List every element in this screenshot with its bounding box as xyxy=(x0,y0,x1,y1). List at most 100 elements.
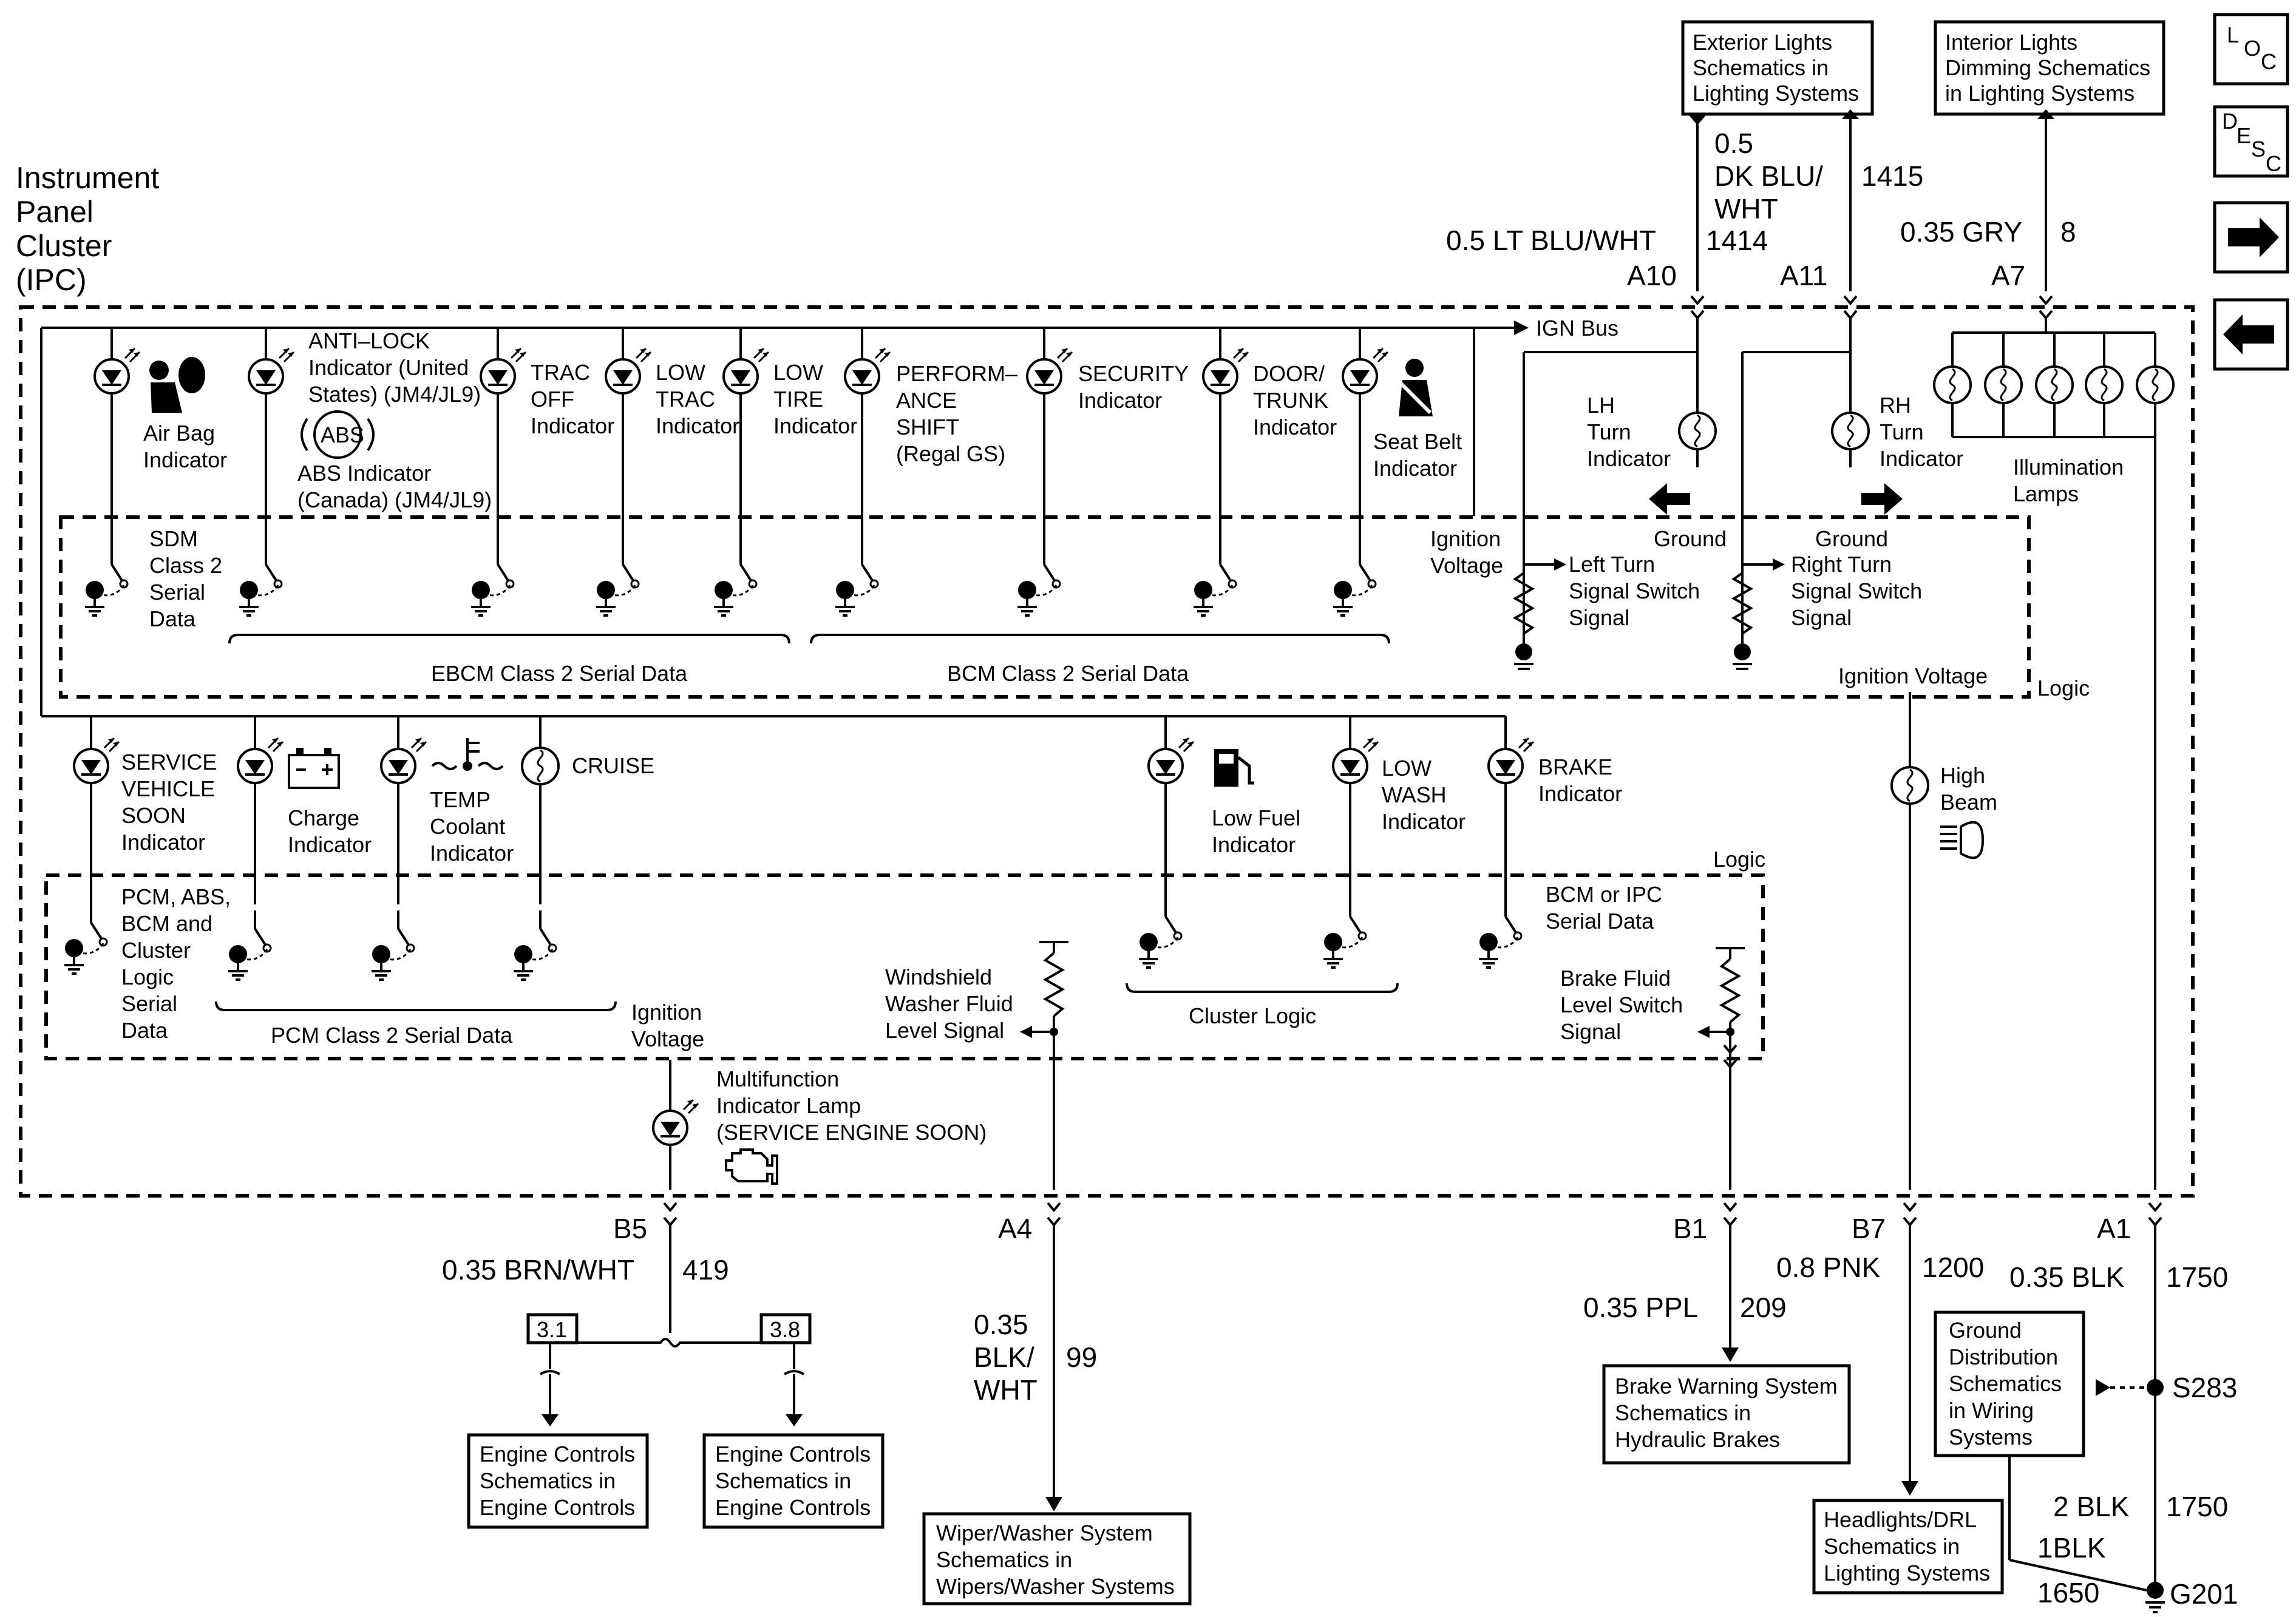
airbag-icon xyxy=(149,357,205,413)
headlights-drl-ref-box[interactable]: Headlights/DRL Schematics in Lighting Sy… xyxy=(1812,1499,2004,1595)
svg-text:C: C xyxy=(2261,49,2277,74)
exterior-lights-ref-box[interactable]: Exterior Lights Schematics in Lighting S… xyxy=(1681,20,1874,116)
svg-text:L: L xyxy=(2227,22,2239,47)
left-arrow-icon xyxy=(1649,483,1690,515)
svg-text:LOW: LOW xyxy=(773,360,823,385)
wire-a1: A1 0.35 BLK 1750 xyxy=(2009,1202,2228,1590)
svg-text:Indicator: Indicator xyxy=(143,447,227,472)
svg-text:A4: A4 xyxy=(998,1213,1032,1244)
svg-text:Schematics in: Schematics in xyxy=(1615,1400,1751,1425)
engine-controls-ref-box-2[interactable]: Engine Controls Schematics in Engine Con… xyxy=(702,1433,885,1529)
svg-text:99: 99 xyxy=(1066,1341,1097,1373)
svg-text:Level Signal: Level Signal xyxy=(885,1018,1004,1043)
svg-text:Washer Fluid: Washer Fluid xyxy=(885,991,1013,1016)
svg-text:Cluster: Cluster xyxy=(121,938,191,963)
svg-text:(Regal GS): (Regal GS) xyxy=(896,441,1005,466)
svg-text:Schematics in: Schematics in xyxy=(715,1468,851,1493)
svg-text:Wiper/Washer System: Wiper/Washer System xyxy=(936,1520,1153,1545)
brake-warning-ref-box[interactable]: Brake Warning System Schematics in Hydra… xyxy=(1602,1364,1851,1465)
svg-text:Indicator: Indicator xyxy=(288,832,372,857)
svg-text:Schematics: Schematics xyxy=(1949,1371,2062,1396)
svg-text:SERVICE: SERVICE xyxy=(121,750,217,775)
rh-turn-indicator: RH Turn Indicator Ground xyxy=(1741,351,1963,649)
svg-text:IGN Bus: IGN Bus xyxy=(1536,316,1618,341)
svg-text:Schematics in: Schematics in xyxy=(936,1547,1072,1572)
svg-text:VEHICLE: VEHICLE xyxy=(121,776,215,801)
wire-a11: 0.5 DK BLU/ WHT 1415 A11 xyxy=(1714,109,1923,352)
temp-coolant-indicator: TEMP Coolant Indicator xyxy=(370,716,514,981)
service-vehicle-soon-indicator: SERVICE VEHICLE SOON Indicator PCM, ABS,… xyxy=(63,716,231,1043)
svg-text:8: 8 xyxy=(2060,216,2076,248)
svg-text:Indicator: Indicator xyxy=(1253,415,1337,439)
svg-text:BLK/: BLK/ xyxy=(974,1341,1034,1373)
engine-controls-ref-box-1[interactable]: Engine Controls Schematics in Engine Con… xyxy=(467,1433,649,1529)
svg-text:A7: A7 xyxy=(1991,260,2025,291)
svg-text:1750: 1750 xyxy=(2166,1491,2228,1522)
svg-text:SDM: SDM xyxy=(149,526,198,551)
svg-text:Panel: Panel xyxy=(16,195,93,229)
svg-text:Class 2: Class 2 xyxy=(149,553,222,578)
svg-text:1414: 1414 xyxy=(1706,225,1768,256)
arrow-left-icon[interactable] xyxy=(2213,298,2289,371)
svg-text:1750: 1750 xyxy=(2166,1261,2228,1293)
desc-icon[interactable]: D E S C xyxy=(2213,105,2289,178)
svg-text:(Canada) (JM4/JL9): (Canada) (JM4/JL9) xyxy=(297,487,492,512)
svg-text:Ground: Ground xyxy=(1654,526,1727,551)
svg-text:PCM, ABS,: PCM, ABS, xyxy=(121,884,231,909)
svg-text:Indicator: Indicator xyxy=(1078,388,1162,413)
svg-text:B5: B5 xyxy=(613,1213,647,1244)
svg-text:2 BLK: 2 BLK xyxy=(2053,1491,2130,1522)
bcm-class2-label: BCM Class 2 Serial Data xyxy=(810,634,1390,686)
svg-text:A1: A1 xyxy=(2097,1213,2131,1244)
page-ref-3-8[interactable]: 3.8 xyxy=(759,1313,812,1344)
ignition-voltage-label: Ignition Voltage xyxy=(1430,526,1503,578)
wire-b1: B1 0.35 PPL 209 xyxy=(1583,1202,1787,1362)
svg-text:Indicator: Indicator xyxy=(430,841,514,866)
upper-logic-label: Logic xyxy=(2037,676,2090,700)
high-beam-icon xyxy=(1940,821,1985,859)
page-ref-3-1[interactable]: 3.1 xyxy=(526,1313,579,1344)
svg-text:Indicator: Indicator xyxy=(1538,781,1622,806)
svg-text:LOW: LOW xyxy=(656,360,705,385)
svg-text:A11: A11 xyxy=(1780,260,1827,291)
svg-text:EBCM Class 2 Serial Data: EBCM Class 2 Serial Data xyxy=(431,661,688,686)
wiper-washer-ref-box[interactable]: Wiper/Washer System Schematics in Wipers… xyxy=(922,1512,1192,1605)
svg-text:E: E xyxy=(2237,123,2251,148)
svg-text:Data: Data xyxy=(149,606,196,631)
svg-text:419: 419 xyxy=(682,1254,729,1286)
svg-text:Ground: Ground xyxy=(1949,1318,2022,1343)
interior-lights-ref-box[interactable]: Interior Lights Dimming Schematics in Li… xyxy=(1934,20,2165,116)
svg-text:0.35: 0.35 xyxy=(974,1309,1028,1340)
svg-text:Engine Controls: Engine Controls xyxy=(715,1442,871,1466)
svg-text:Air Bag: Air Bag xyxy=(143,421,215,446)
fuel-pump-icon xyxy=(1214,749,1254,787)
seatbelt-indicator: Seat Belt Indicator xyxy=(1332,328,1462,617)
svg-text:Engine Controls: Engine Controls xyxy=(480,1495,635,1520)
svg-text:Voltage: Voltage xyxy=(1430,553,1503,578)
svg-text:Logic: Logic xyxy=(121,964,174,989)
battery-icon xyxy=(288,748,340,789)
high-beam-indicator: High Beam xyxy=(1890,692,1997,1190)
svg-text:Instrument: Instrument xyxy=(16,161,159,195)
svg-text:Indicator (United: Indicator (United xyxy=(308,355,469,380)
svg-text:Turn: Turn xyxy=(1587,419,1631,444)
svg-text:Indicator Lamp: Indicator Lamp xyxy=(716,1093,861,1118)
svg-text:S283: S283 xyxy=(2172,1372,2237,1403)
svg-text:0.35 BLK: 0.35 BLK xyxy=(2009,1261,2125,1293)
svg-text:BCM Class 2 Serial Data: BCM Class 2 Serial Data xyxy=(947,661,1189,686)
svg-text:Level Switch: Level Switch xyxy=(1560,992,1683,1017)
svg-text:0.35 GRY: 0.35 GRY xyxy=(1900,216,2022,248)
lower-logic-label: Logic xyxy=(1713,847,1765,872)
svg-text:TIRE: TIRE xyxy=(773,387,823,412)
svg-text:Right Turn: Right Turn xyxy=(1791,552,1892,577)
svg-text:LH: LH xyxy=(1587,393,1615,418)
svg-text:OFF: OFF xyxy=(531,387,574,412)
svg-text:SHIFT: SHIFT xyxy=(896,415,959,439)
ground-distribution-ref-box[interactable]: Ground Distribution Schematics in Wiring… xyxy=(1934,1310,2085,1457)
arrow-right-icon[interactable] xyxy=(2213,201,2289,274)
right-turn-switch: Right Turn Signal Switch Signal xyxy=(1731,552,1922,670)
svg-text:ANTI–LOCK: ANTI–LOCK xyxy=(308,328,430,353)
svg-text:in Lighting Systems: in Lighting Systems xyxy=(1945,81,2135,106)
seatbelt-icon xyxy=(1398,359,1433,416)
loc-icon[interactable]: L O C xyxy=(2213,13,2289,86)
